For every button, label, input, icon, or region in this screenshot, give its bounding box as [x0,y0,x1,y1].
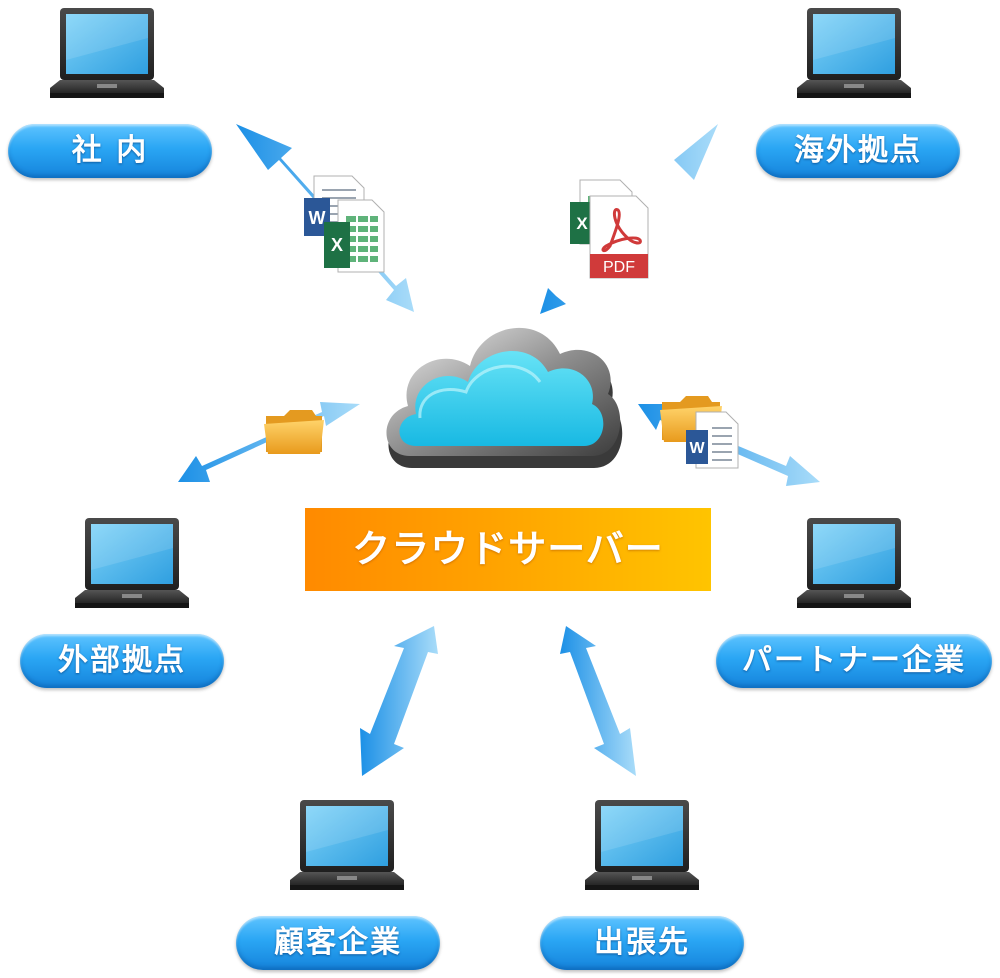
laptop-icon [585,800,699,890]
arrow-kaigai [540,124,718,314]
laptop-icon [75,518,189,608]
laptop-icon [797,8,911,98]
arrow-kokyaku [360,626,438,776]
folder-word-docs: W [660,396,739,469]
arrow-shucchou [560,626,636,776]
laptop-icon [290,800,404,890]
node-shanai-label: 社 内 [8,124,212,178]
node-shucchou-label: 出張先 [540,916,744,970]
svg-text:W: W [689,440,705,457]
excel-pdf-docs-right: X PDF [570,179,649,279]
cloud-icon [386,327,623,468]
node-kaigai-label: 海外拠点 [756,124,960,178]
laptop-icon [50,8,164,98]
svg-text:X: X [331,235,343,255]
word-excel-docs-left: W X [304,175,385,273]
laptop-icon [797,518,911,608]
node-kokyaku-label: 顧客企業 [236,916,440,970]
cloud-server-banner: クラウドサーバー [305,508,711,591]
node-partner-label: パートナー企業 [716,634,992,688]
svg-text:X: X [576,214,588,233]
folder-icon [264,410,324,454]
arrow-gaibu [178,402,360,482]
svg-text:PDF: PDF [603,259,635,276]
node-gaibu-label: 外部拠点 [20,634,224,688]
svg-text:W: W [309,208,326,228]
arrow-shanai [236,124,414,312]
